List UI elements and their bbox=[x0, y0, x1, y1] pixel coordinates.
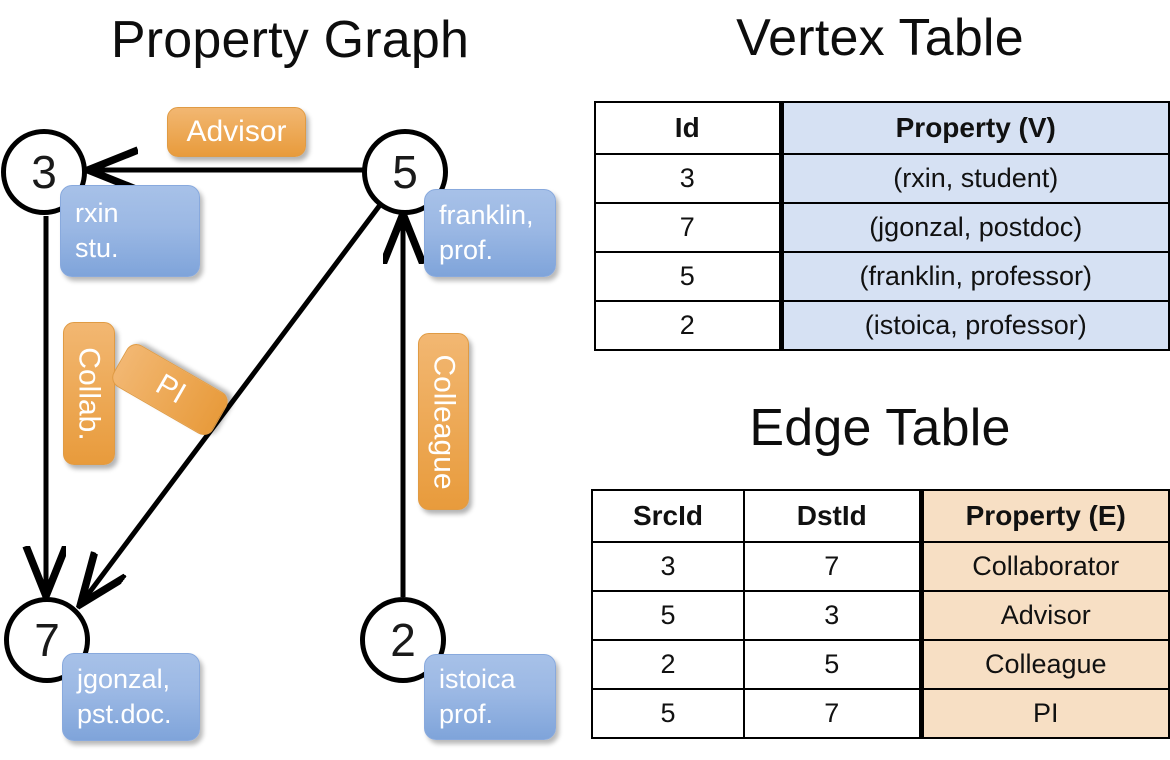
edge-label-collab[interactable]: Collab. bbox=[63, 322, 115, 465]
table-row[interactable]: 5 3 Advisor bbox=[591, 590, 1170, 641]
edge-cell-srcid: 2 bbox=[591, 639, 745, 690]
edge-cell-property: PI bbox=[918, 688, 1170, 739]
node-property-line: jgonzal, bbox=[77, 664, 171, 695]
table-row[interactable]: 5 7 PI bbox=[591, 688, 1170, 739]
node-property-line: pst.doc. bbox=[77, 699, 172, 729]
edge-table: SrcId DstId Property (E) 3 7 Collaborato… bbox=[591, 489, 1170, 739]
vertex-cell-id: 3 bbox=[594, 153, 782, 204]
page-title-property-graph: Property Graph bbox=[110, 11, 470, 69]
vertex-cell-property: (rxin, student) bbox=[778, 153, 1170, 204]
node-property-box-5[interactable]: franklin, prof. bbox=[424, 189, 556, 277]
graph-node-5[interactable]: 5 bbox=[362, 129, 448, 215]
edge-line-5-to-7 bbox=[83, 203, 382, 601]
node-property-line: prof. bbox=[439, 235, 494, 265]
table-row[interactable]: 3 (rxin, student) bbox=[594, 153, 1170, 204]
edge-cell-srcid: 5 bbox=[591, 590, 745, 641]
edge-cell-dstid: 7 bbox=[743, 541, 922, 592]
edge-cell-dstid: 5 bbox=[743, 639, 922, 690]
node-property-line: rxin bbox=[75, 198, 119, 229]
vertex-cell-id: 7 bbox=[594, 202, 782, 253]
vertex-cell-property: (franklin, professor) bbox=[778, 251, 1170, 302]
node-property-line: istoica bbox=[439, 664, 516, 695]
edge-label-advisor[interactable]: Advisor bbox=[167, 107, 306, 157]
edge-cell-property: Colleague bbox=[918, 639, 1170, 690]
vertex-cell-property: (istoica, professor) bbox=[778, 300, 1170, 351]
edge-label-text: PI bbox=[149, 367, 191, 411]
node-property-box-3[interactable]: rxin stu. bbox=[60, 185, 200, 277]
edge-cell-dstid: 7 bbox=[743, 688, 922, 739]
node-label-3: 3 bbox=[31, 146, 57, 198]
node-property-box-2[interactable]: istoica prof. bbox=[424, 654, 556, 740]
vertex-table: Id Property (V) 3 (rxin, student) 7 (jgo… bbox=[594, 101, 1170, 351]
table-header-row: Id Property (V) bbox=[594, 101, 1170, 155]
node-property-box-7[interactable]: jgonzal, pst.doc. bbox=[62, 653, 200, 741]
table-row[interactable]: 2 5 Colleague bbox=[591, 639, 1170, 690]
page-title-edge-table: Edge Table bbox=[749, 399, 1011, 457]
edge-col-header-dstid: DstId bbox=[743, 489, 922, 543]
vertex-cell-id: 5 bbox=[594, 251, 782, 302]
vertex-col-header-property: Property (V) bbox=[778, 101, 1170, 155]
vertex-cell-id: 2 bbox=[594, 300, 782, 351]
node-property-line: stu. bbox=[75, 233, 119, 263]
edge-label-text: Colleague bbox=[427, 353, 461, 490]
property-graph-diagram: 3 5 7 2 rxin stu. franklin, prof. jgonza… bbox=[0, 0, 585, 760]
node-label-5: 5 bbox=[392, 146, 418, 198]
graph-node-2[interactable]: 2 bbox=[360, 597, 446, 683]
edge-cell-srcid: 3 bbox=[591, 541, 745, 592]
table-row[interactable]: 7 (jgonzal, postdoc) bbox=[594, 202, 1170, 253]
edge-label-text: Advisor bbox=[186, 115, 287, 148]
table-row[interactable]: 2 (istoica, professor) bbox=[594, 300, 1170, 351]
edge-cell-dstid: 3 bbox=[743, 590, 922, 641]
table-row[interactable]: 3 7 Collaborator bbox=[591, 541, 1170, 592]
edge-col-header-property: Property (E) bbox=[918, 489, 1170, 543]
edge-label-colleague[interactable]: Colleague bbox=[418, 333, 469, 510]
edge-cell-property: Collaborator bbox=[918, 541, 1170, 592]
edge-label-text: Collab. bbox=[73, 346, 107, 441]
node-label-2: 2 bbox=[390, 614, 416, 666]
table-header-row: SrcId DstId Property (E) bbox=[591, 489, 1170, 543]
page-title-vertex-table: Vertex Table bbox=[736, 9, 1024, 67]
node-label-7: 7 bbox=[34, 614, 60, 666]
edge-cell-srcid: 5 bbox=[591, 688, 745, 739]
table-row[interactable]: 5 (franklin, professor) bbox=[594, 251, 1170, 302]
node-property-line: franklin, bbox=[439, 200, 534, 231]
graph-edge-lines bbox=[0, 0, 585, 760]
vertex-col-header-id: Id bbox=[594, 101, 782, 155]
node-property-line: prof. bbox=[439, 699, 494, 729]
vertex-cell-property: (jgonzal, postdoc) bbox=[778, 202, 1170, 253]
edge-col-header-srcid: SrcId bbox=[591, 489, 745, 543]
edge-cell-property: Advisor bbox=[918, 590, 1170, 641]
